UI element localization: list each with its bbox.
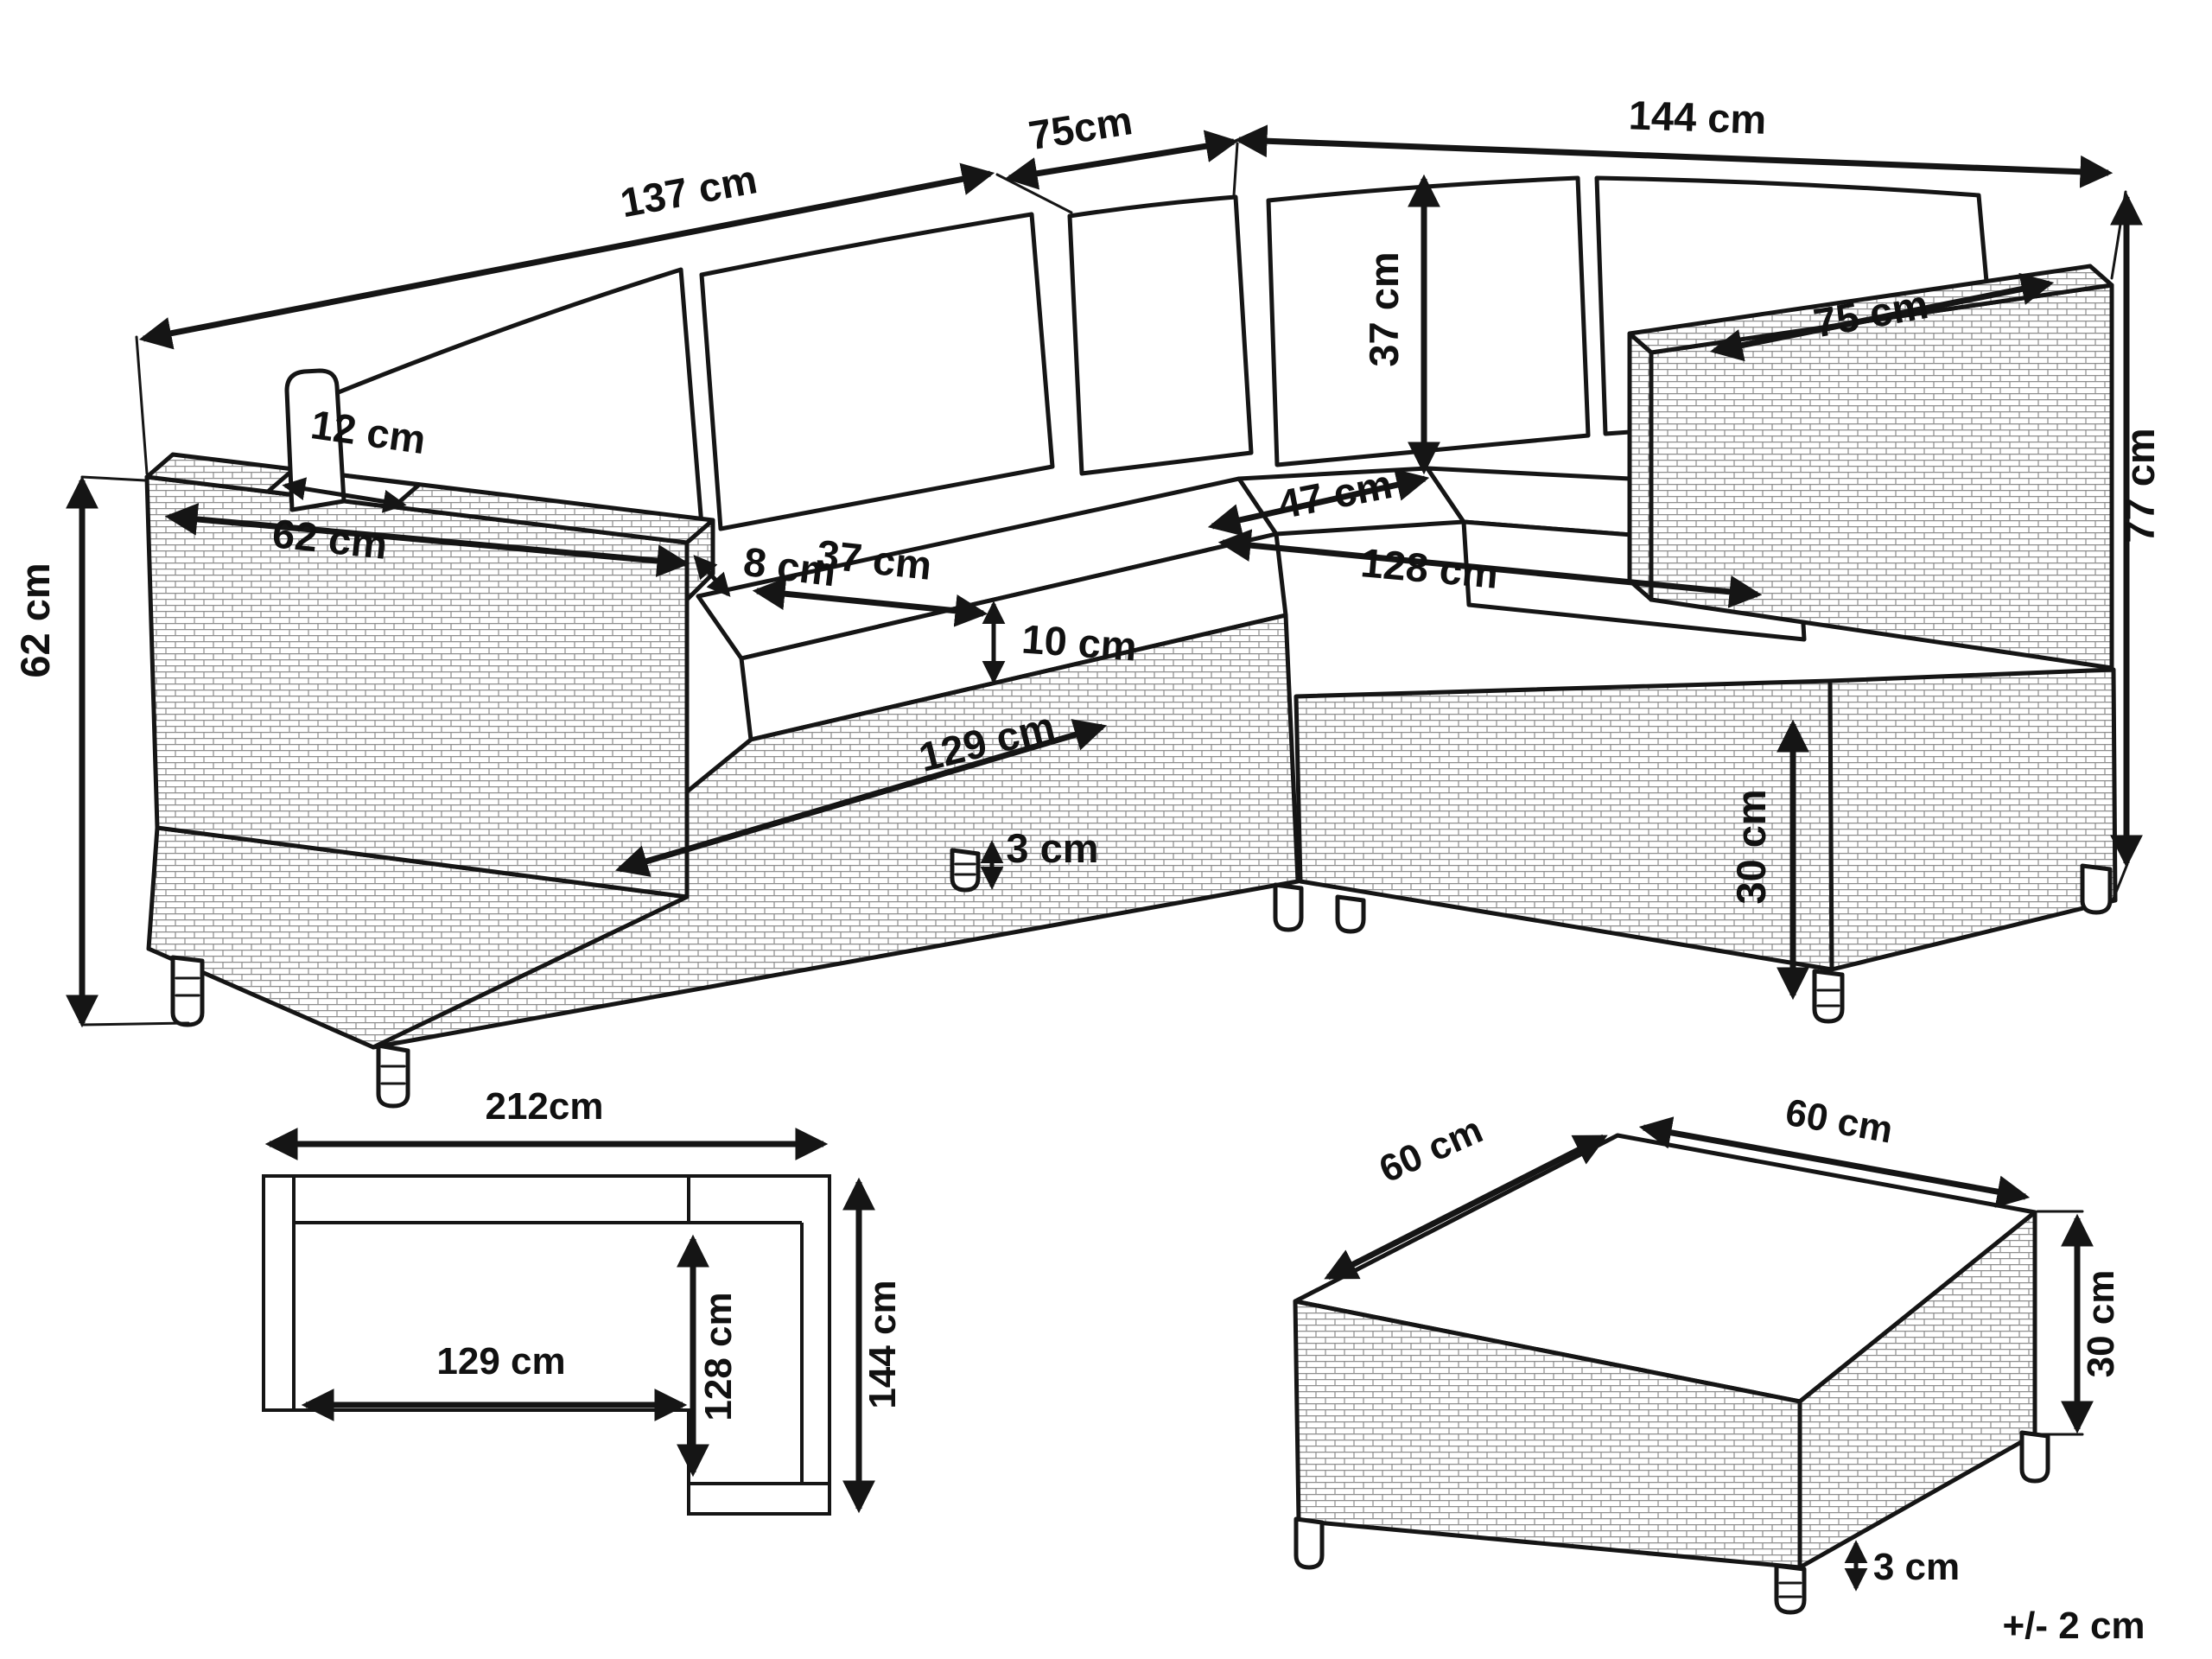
leg-stripes xyxy=(380,1065,406,1085)
plan-dim-inner-width: 129 cm xyxy=(301,1340,688,1421)
leg xyxy=(376,1043,410,1109)
dim-base-height: 30 cm xyxy=(1728,719,1809,1001)
tolerance-note: +/- 2 cm xyxy=(2002,1605,2145,1647)
dim-leg-height-label: 3 cm xyxy=(1006,825,1098,871)
right-armrest-end-face xyxy=(1627,331,1654,602)
ottoman-legs xyxy=(1294,1430,2050,1615)
ottoman-height-label: 30 cm xyxy=(2080,1270,2122,1378)
dim-backrest-height: 37 cm xyxy=(1361,174,1440,475)
ottoman-top-width-label: 60 cm xyxy=(1783,1091,1896,1152)
dim-back-left-label: 137 cm xyxy=(617,156,760,226)
ottoman-view: 60 cm 60 cm 30 cm 3 cm xyxy=(1293,1091,2122,1615)
dim-cushion-thickness: 10 cm xyxy=(982,601,1139,684)
plan-overall-depth-label: 144 cm xyxy=(861,1280,904,1408)
base-right-side xyxy=(1827,667,2118,972)
ottoman-extension-lines xyxy=(2036,1210,2084,1436)
dim-left-height-label: 62 cm xyxy=(12,563,58,677)
dim-left-height: 62 cm xyxy=(12,475,99,1028)
slot-cushion-tab xyxy=(284,368,346,512)
dim-total-height: 77 cm xyxy=(2110,192,2163,868)
leg-stripes xyxy=(1778,1581,1802,1599)
dim-armrest-thickness-label: 8 cm xyxy=(741,538,839,595)
leg-stripes xyxy=(175,976,200,997)
leg xyxy=(1294,1516,1325,1570)
dim-base-height-label: 30 cm xyxy=(1728,789,1774,904)
dim-back-right-label: 144 cm xyxy=(1628,92,1767,143)
back-cushion-right-1 xyxy=(1266,175,1591,467)
plan-inner-depth-label: 128 cm xyxy=(697,1292,740,1421)
ottoman-leg-height-label: 3 cm xyxy=(1873,1546,1960,1588)
dim-back-right: 144 cm xyxy=(1234,92,2113,188)
dimension-annotations: 137 cm 75cm 144 cm 37 cm 47 cm 128 cm xyxy=(12,92,2163,1028)
leg xyxy=(1812,969,1845,1024)
back-cushion-corner xyxy=(1067,194,1254,476)
leg-small xyxy=(950,848,981,893)
dim-leg-height: 3 cm xyxy=(980,825,1099,890)
leg xyxy=(1273,882,1304,932)
leg xyxy=(1335,894,1366,934)
ottoman-top-depth-label: 60 cm xyxy=(1373,1109,1489,1192)
leg-stripes xyxy=(1816,988,1840,1007)
dim-armrest-thickness: 8 cm xyxy=(693,538,839,597)
dim-left-armrest-length: 62 cm xyxy=(164,503,690,577)
left-armrest xyxy=(144,368,715,899)
dim-backrest-height-label: 37 cm xyxy=(1361,251,1407,366)
leg xyxy=(2019,1430,2050,1484)
dim-cushion-thickness-label: 10 cm xyxy=(1020,615,1139,669)
dim-back-corner-label: 75cm xyxy=(1026,97,1135,158)
ottoman-dim-leg-height: 3 cm xyxy=(1844,1540,1960,1592)
plan-dim-overall-width: 212cm xyxy=(264,1085,829,1160)
plan-outline xyxy=(262,1174,831,1516)
ottoman-dim-height: 30 cm xyxy=(2061,1213,2122,1434)
leg xyxy=(2080,863,2113,915)
plan-dim-overall-depth: 144 cm xyxy=(842,1177,904,1514)
plan-dim-inner-depth: 128 cm xyxy=(677,1234,740,1478)
plan-view: 212cm 144 cm 129 cm 128 cm xyxy=(262,1085,904,1516)
leg xyxy=(1774,1563,1807,1615)
dim-back-corner: 75cm xyxy=(1004,97,1239,190)
back-cushion-left-2 xyxy=(699,212,1055,531)
plan-overall-width-label: 212cm xyxy=(485,1085,603,1128)
dim-total-height-label: 77 cm xyxy=(2117,428,2163,543)
leg xyxy=(170,955,205,1027)
sofa-view: 137 cm 75cm 144 cm 37 cm 47 cm 128 cm xyxy=(12,92,2163,1109)
plan-inner-width-label: 129 cm xyxy=(436,1340,565,1382)
